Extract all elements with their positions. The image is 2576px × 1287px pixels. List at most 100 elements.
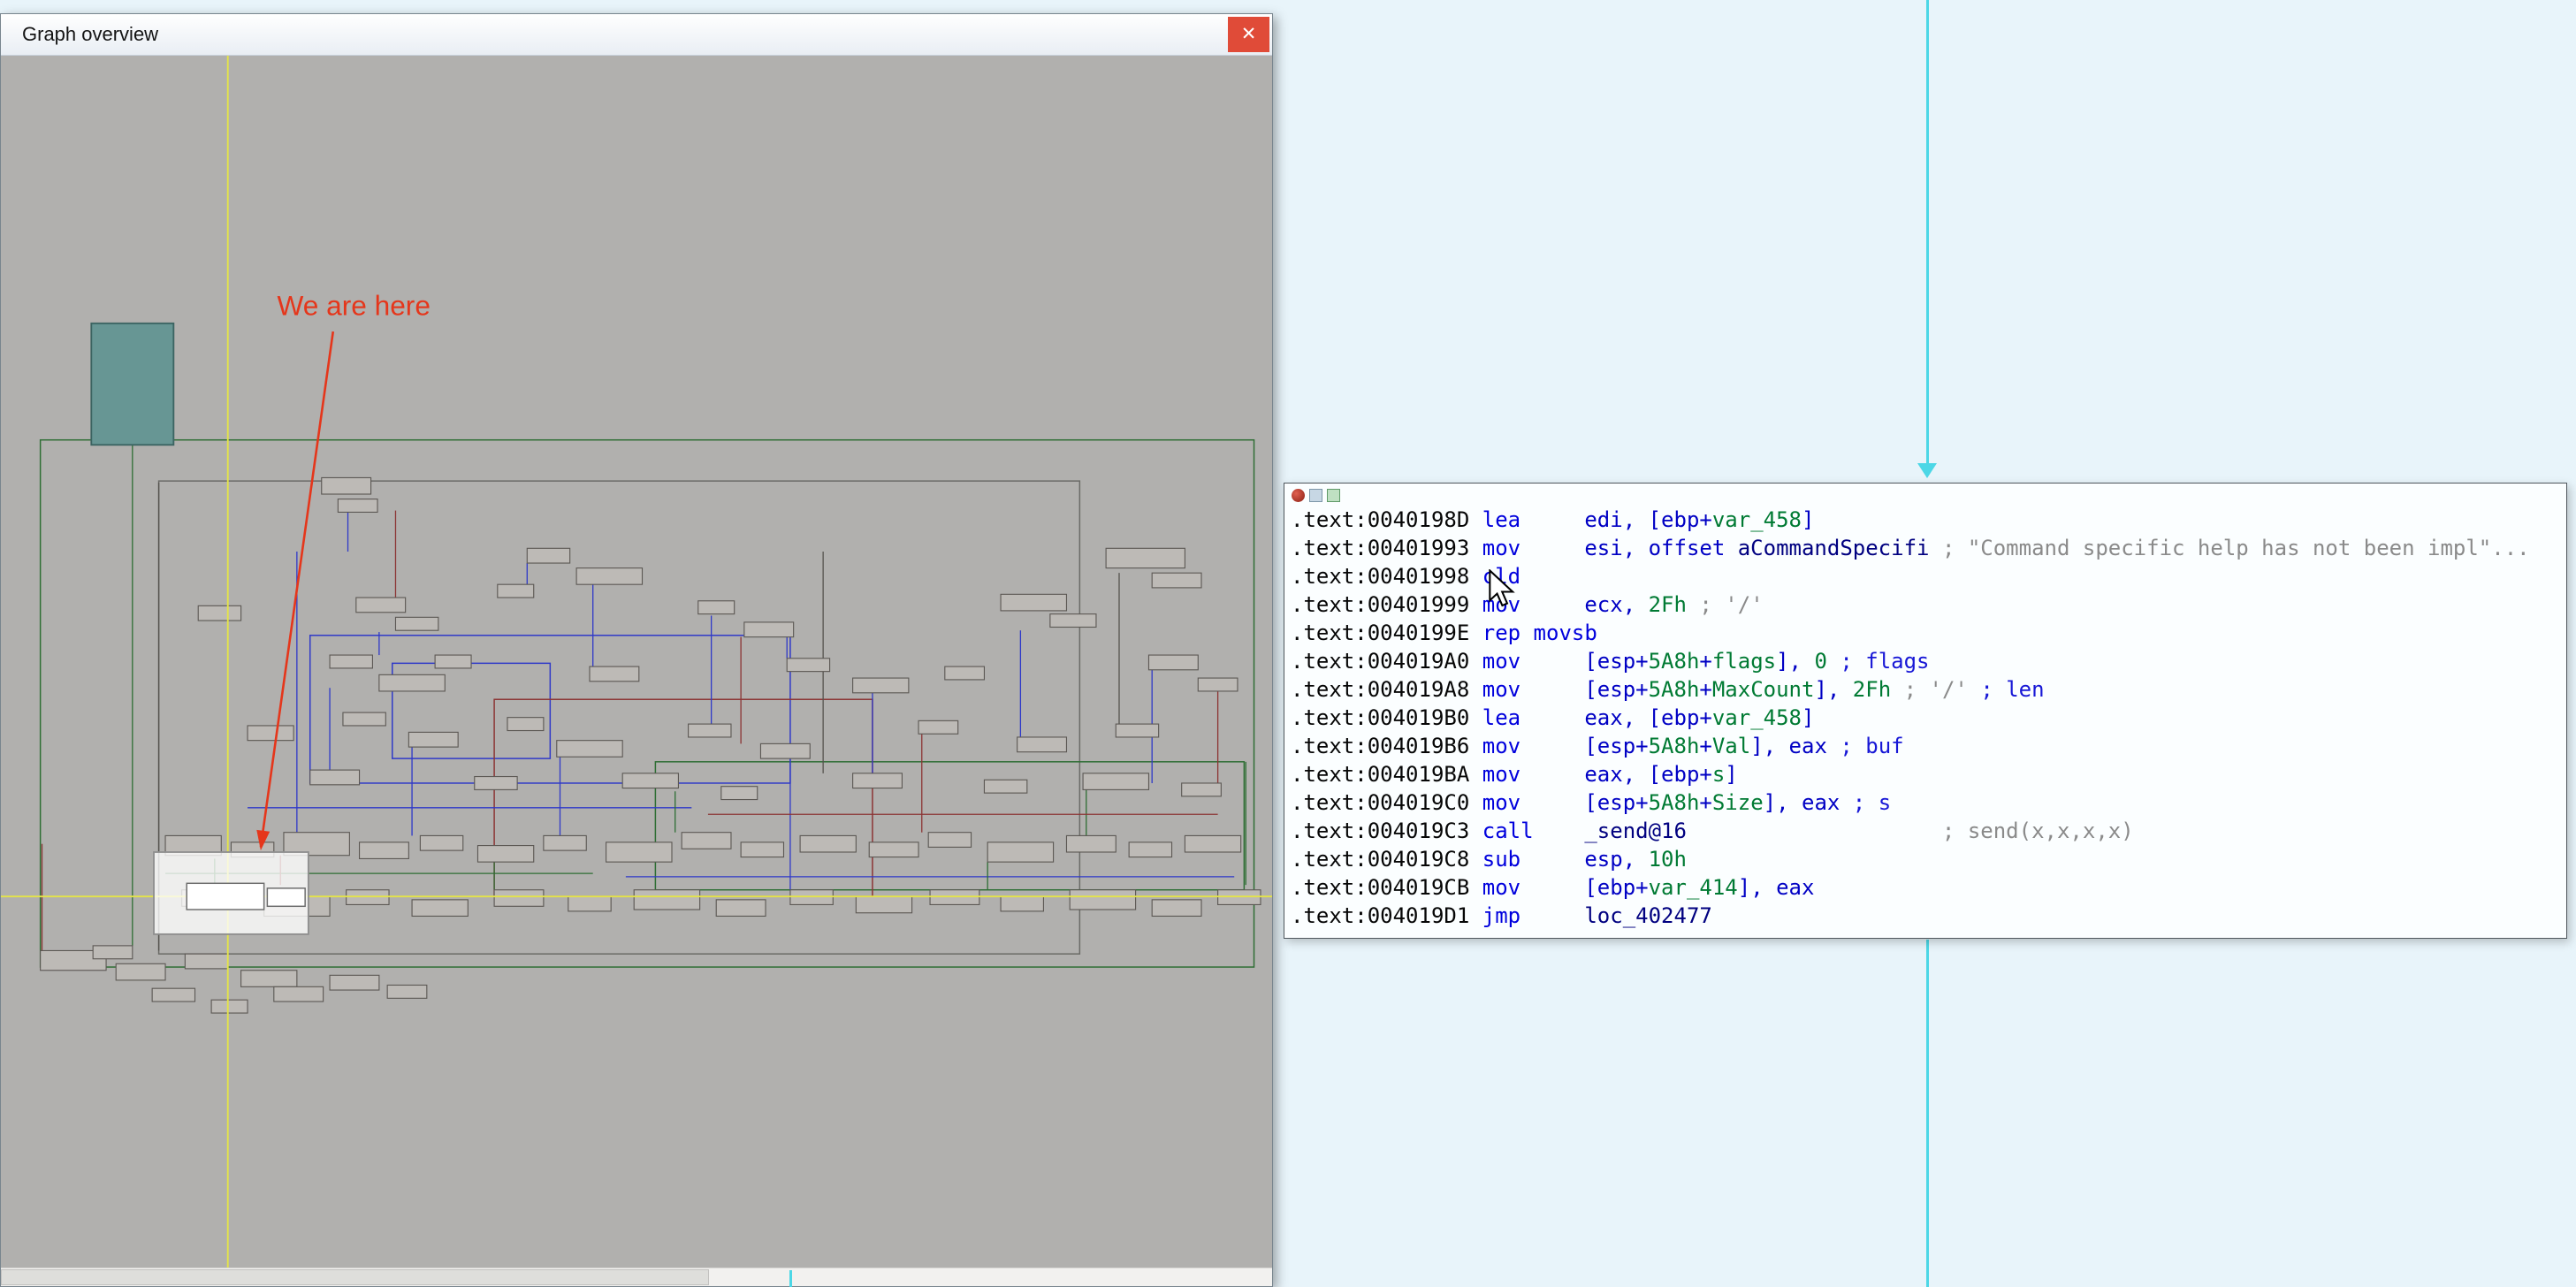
close-button[interactable]: ✕ (1228, 17, 1269, 52)
graph-node[interactable] (527, 548, 569, 563)
graph-node[interactable] (1129, 842, 1171, 857)
graph-node[interactable] (322, 477, 371, 494)
asm-token: ] (1725, 762, 1737, 787)
graph-node[interactable] (387, 985, 427, 998)
graph-node[interactable] (741, 842, 783, 857)
asm-token: ] (1802, 705, 1814, 730)
graph-node[interactable] (721, 787, 758, 800)
graph-node[interactable] (1148, 655, 1198, 670)
graph-node[interactable] (1050, 614, 1096, 628)
graph-node[interactable] (544, 835, 586, 850)
graph-node[interactable] (716, 900, 766, 917)
graph-node[interactable] (412, 900, 468, 917)
graph-node[interactable] (557, 741, 622, 758)
graph-node[interactable] (853, 678, 909, 693)
asm-line[interactable]: .text:004019A0 mov [esp+5A8h+flags], 0 ;… (1291, 647, 2566, 675)
graph-node[interactable] (274, 986, 324, 1001)
asm-token: ; '/' (1699, 592, 1763, 617)
graph-node[interactable] (420, 835, 462, 850)
graph-node[interactable] (945, 666, 985, 680)
asm-line[interactable]: .text:004019BA mov eax, [ebp+s] (1291, 760, 2566, 788)
graph-node[interactable] (760, 743, 810, 758)
graph-node[interactable] (606, 842, 672, 862)
picture-icon (1309, 489, 1322, 502)
graph-node[interactable] (1198, 678, 1238, 691)
graph-node[interactable] (152, 988, 194, 1001)
graph-node[interactable] (498, 584, 534, 598)
graph-node[interactable] (1083, 773, 1148, 790)
graph-node[interactable] (330, 655, 372, 668)
graph-node[interactable] (310, 770, 360, 785)
asm-line[interactable]: .text:00401998 cld (1291, 562, 2566, 590)
graph-node[interactable] (787, 659, 829, 672)
graph-node[interactable] (507, 718, 544, 731)
graph-node[interactable] (853, 773, 903, 788)
window-titlebar[interactable]: Graph overview ✕ (1, 14, 1272, 56)
graph-node[interactable] (477, 846, 533, 863)
graph-node[interactable] (869, 842, 918, 857)
asm-line[interactable]: .text:004019C3 call _send@16 ; send(x,x,… (1291, 817, 2566, 845)
graph-node[interactable] (689, 724, 731, 737)
graph-node[interactable] (1185, 835, 1240, 852)
asm-line[interactable]: .text:0040199E rep movsb (1291, 619, 2566, 647)
graph-node[interactable] (1116, 724, 1158, 737)
graph-node[interactable] (408, 732, 458, 747)
graph-node[interactable] (338, 499, 377, 513)
graph-node[interactable] (1070, 890, 1135, 910)
graph-node[interactable] (475, 777, 517, 790)
asm-line[interactable]: .text:004019B0 lea eax, [ebp+var_458] (1291, 704, 2566, 732)
graph-node[interactable] (379, 674, 445, 691)
graph-node[interactable] (241, 971, 297, 987)
graph-entry-block[interactable] (91, 324, 173, 445)
graph-node[interactable] (568, 896, 611, 911)
graph-node[interactable] (356, 598, 406, 613)
asm-line[interactable]: .text:004019B6 mov [esp+5A8h+Val], eax ;… (1291, 732, 2566, 760)
graph-node[interactable] (1066, 835, 1116, 852)
asm-line[interactable]: .text:0040198D lea edi, [ebp+var_458] (1291, 506, 2566, 534)
graph-node[interactable] (116, 963, 165, 980)
graph-node[interactable] (494, 890, 544, 907)
graph-node[interactable] (198, 605, 240, 621)
graph-node[interactable] (211, 1000, 248, 1013)
asm-token (1891, 677, 1903, 702)
graph-node[interactable] (1182, 783, 1222, 796)
graph-node[interactable] (622, 773, 678, 788)
graph-node[interactable] (185, 954, 227, 969)
graph-node[interactable] (343, 712, 385, 726)
asm-line[interactable]: .text:004019C0 mov [esp+5A8h+Size], eax … (1291, 788, 2566, 817)
asm-line[interactable]: .text:00401993 mov esi, offset aCommandS… (1291, 534, 2566, 562)
graph-node[interactable] (698, 601, 735, 614)
asm-token: ; "Command specific help has not been im… (1942, 536, 2530, 560)
graph-node[interactable] (330, 975, 379, 990)
graph-node[interactable] (984, 780, 1026, 793)
graph-node[interactable] (590, 666, 639, 682)
graph-node[interactable] (682, 833, 731, 849)
graph-node[interactable] (1152, 573, 1201, 588)
graph-node[interactable] (1001, 594, 1066, 611)
graph-node[interactable] (987, 842, 1053, 862)
graph-node[interactable] (928, 833, 971, 848)
graph-node[interactable] (248, 726, 293, 741)
graph-node[interactable] (1152, 900, 1201, 917)
asm-line[interactable]: .text:00401999 mov ecx, 2Fh ; '/' (1291, 590, 2566, 619)
graph-node[interactable] (93, 946, 133, 959)
graph-node[interactable] (1106, 548, 1185, 567)
graph-node[interactable] (634, 890, 699, 910)
graph-node[interactable] (1001, 896, 1043, 911)
graph-node[interactable] (360, 842, 409, 859)
scrollbar-thumb[interactable] (1, 1269, 709, 1285)
graph-overview-canvas[interactable]: We are here (1, 56, 1272, 1268)
horizontal-scrollbar[interactable] (1, 1268, 1272, 1286)
asm-line[interactable]: .text:004019D1 jmp loc_402477 (1291, 902, 2566, 930)
graph-node[interactable] (576, 568, 642, 585)
graph-node[interactable] (856, 896, 911, 913)
asm-line[interactable]: .text:004019A8 mov [esp+5A8h+MaxCount], … (1291, 675, 2566, 704)
graph-node[interactable] (435, 655, 471, 668)
graph-node[interactable] (800, 835, 856, 852)
graph-node[interactable] (395, 617, 438, 630)
asm-line[interactable]: .text:004019C8 sub esp, 10h (1291, 845, 2566, 873)
graph-node[interactable] (918, 720, 958, 734)
asm-line[interactable]: .text:004019CB mov [ebp+var_414], eax (1291, 873, 2566, 902)
graph-node[interactable] (744, 622, 794, 637)
graph-node[interactable] (1017, 737, 1067, 752)
